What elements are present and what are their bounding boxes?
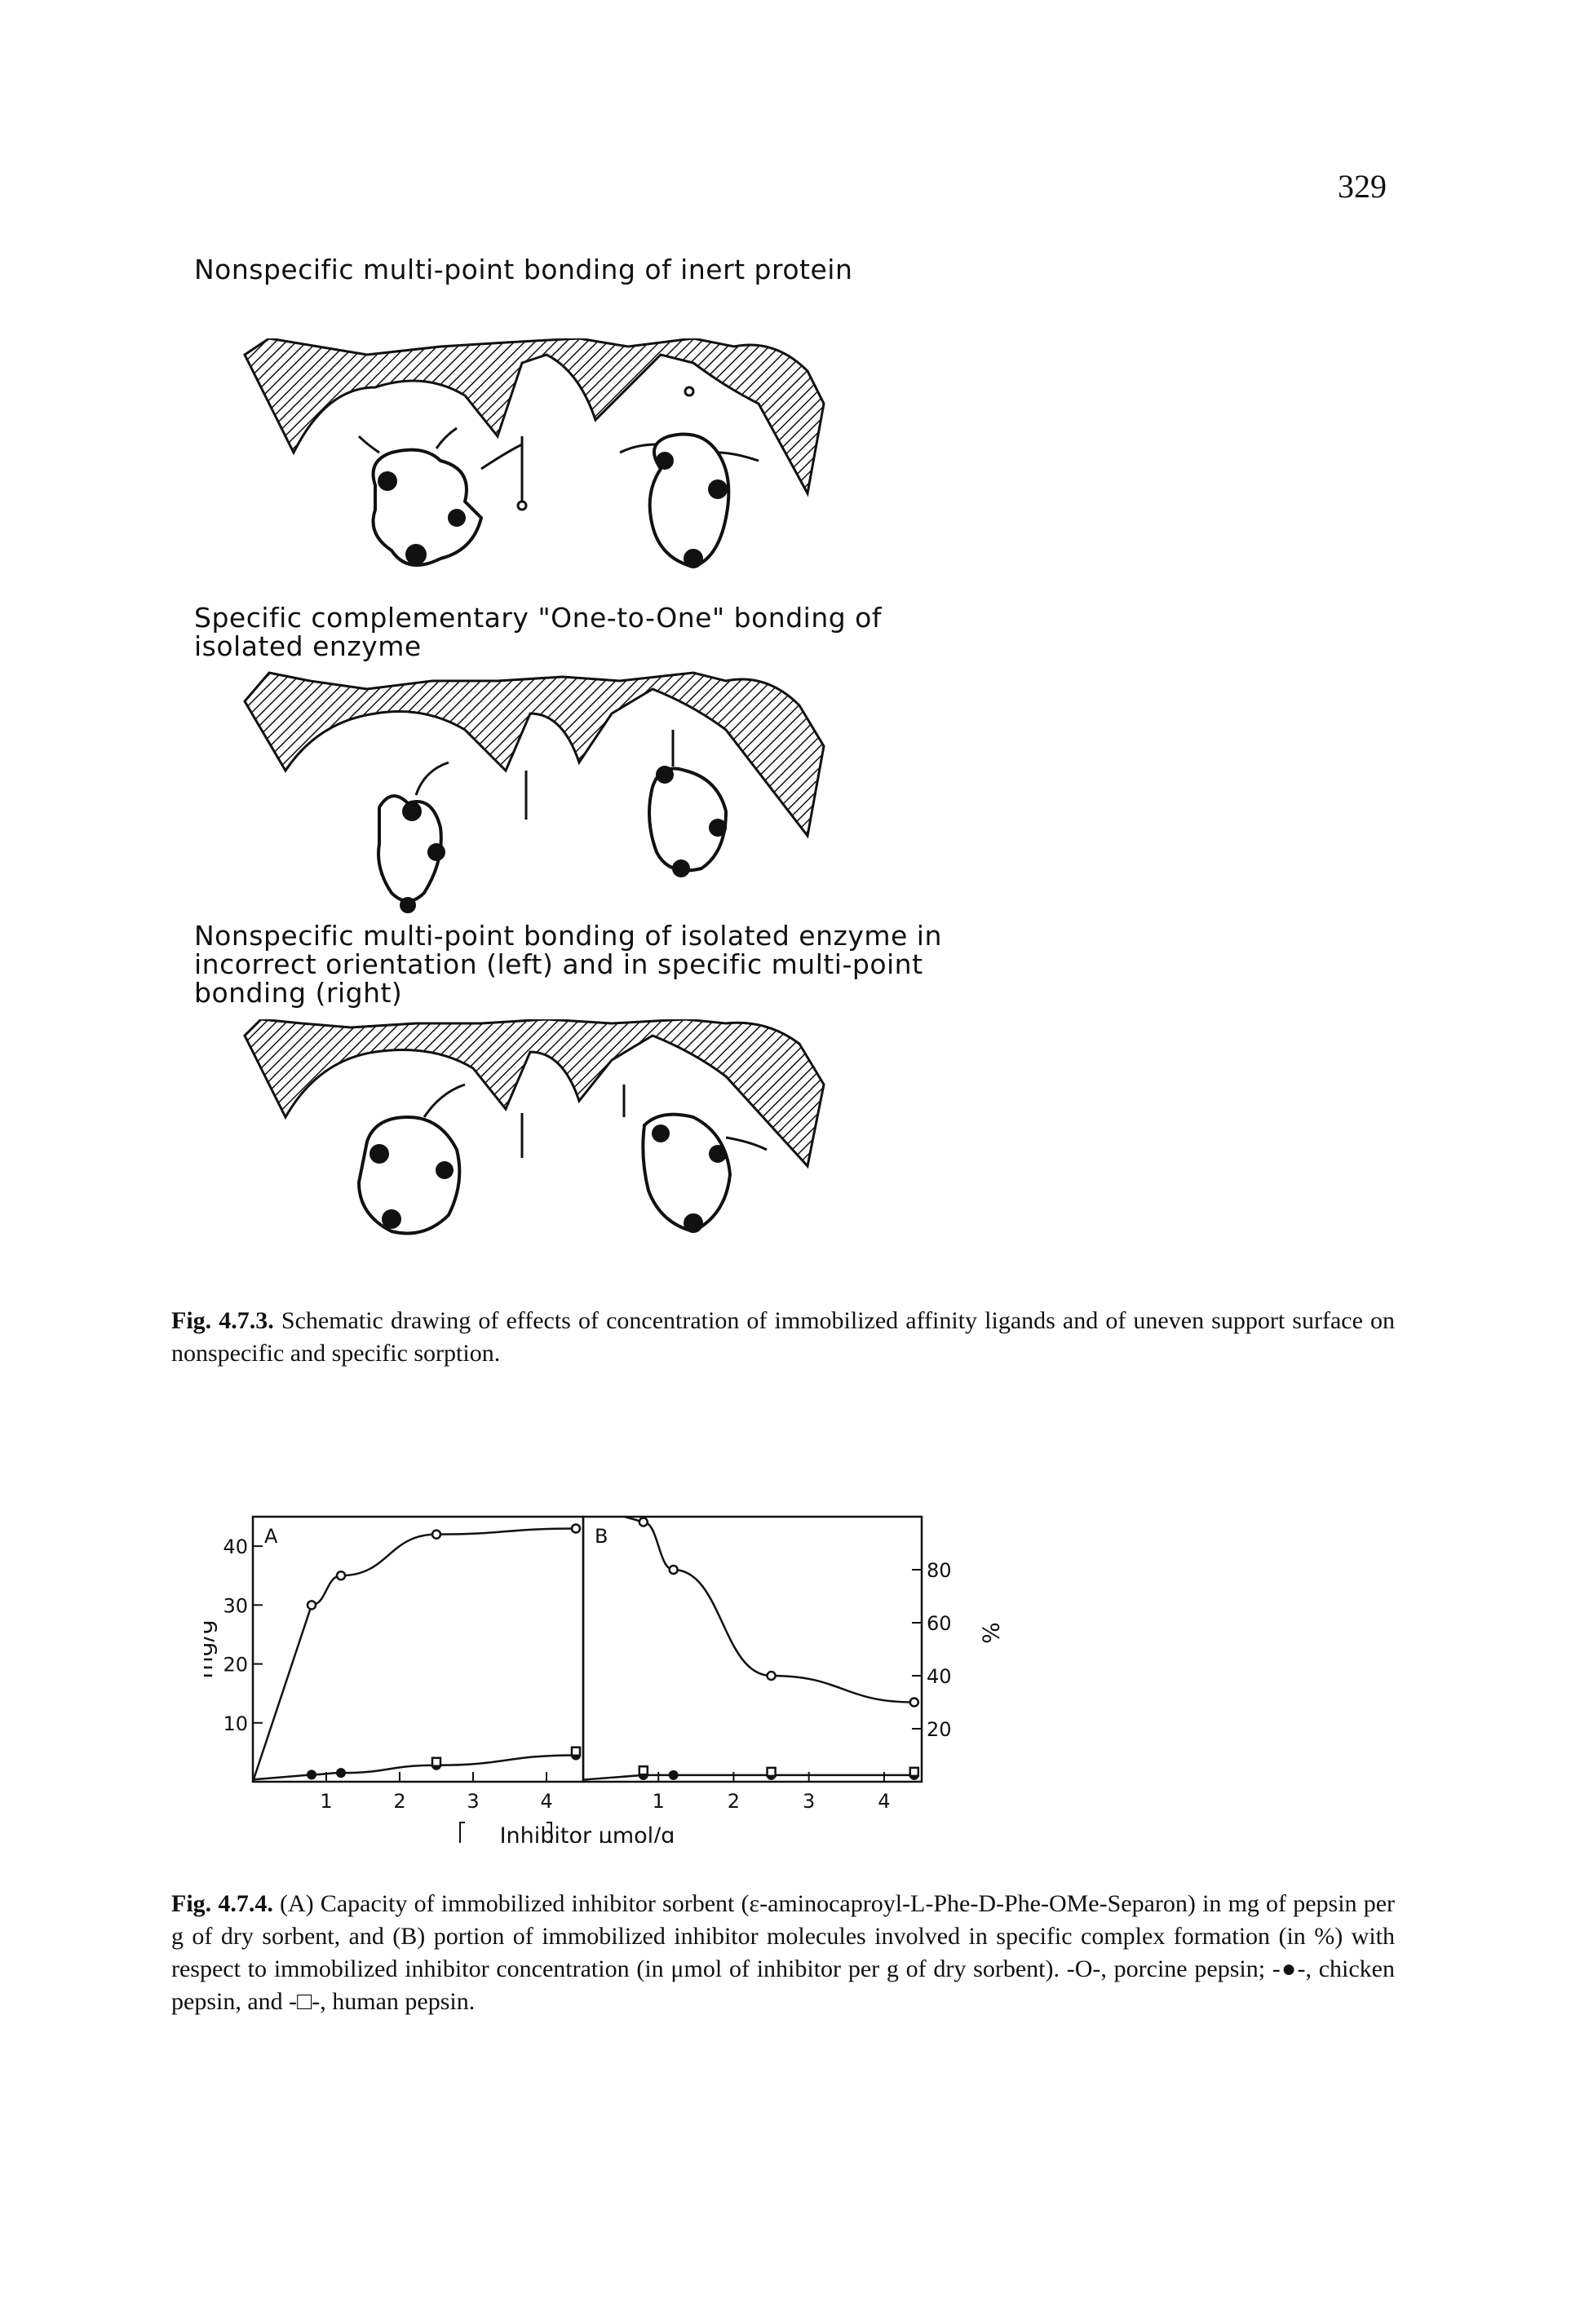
panel-label: A <box>264 1525 278 1548</box>
data-point-porcine-pepsin <box>766 1670 777 1681</box>
data-point-chicken-pepsin <box>668 1770 679 1780</box>
data-point-porcine-pepsin <box>335 1570 347 1581</box>
y-tick-label: 20 <box>927 1718 952 1741</box>
y-tick-label: 20 <box>223 1654 248 1677</box>
figure-heading-specific-bonding: Specific complementary "One-to-One" bond… <box>194 602 882 662</box>
x-tick-label: 4 <box>878 1790 890 1813</box>
binding-site <box>448 509 466 527</box>
data-point-human-pepsin <box>570 1746 582 1757</box>
series-line <box>624 1515 914 1703</box>
binding-site <box>684 1213 703 1233</box>
y-tick-label: 40 <box>223 1535 248 1558</box>
schematic-specific-one-to-one-bonding <box>243 671 825 913</box>
support-surface <box>243 338 825 497</box>
data-point-human-pepsin <box>638 1765 649 1776</box>
binding-site <box>709 1145 727 1163</box>
ligand-spacer-arms <box>414 730 675 820</box>
caption-text: (A) Capacity of immobilized inhibitor so… <box>171 1890 1395 2015</box>
ligand-spacer-arms <box>357 426 759 501</box>
figure-caption-4-7-4: Fig. 4.7.4. (A) Capacity of immobilized … <box>171 1888 1395 2018</box>
binding-site <box>427 843 445 861</box>
y-tick-label: 80 <box>927 1559 952 1582</box>
series-line <box>251 1527 577 1783</box>
data-point-porcine-pepsin <box>909 1697 920 1708</box>
chart-panel-a: A 1 2 3 4 10 20 30 40 mg/g <box>204 1515 585 1813</box>
data-point-porcine-pepsin <box>431 1529 442 1540</box>
plot-frame <box>251 1515 585 1783</box>
series-line <box>252 1754 577 1781</box>
support-surface <box>243 671 825 839</box>
data-point-chicken-pepsin <box>307 1770 316 1780</box>
binding-site <box>405 544 427 565</box>
schematic-incorrect-orientation-bonding <box>243 1019 825 1235</box>
binding-site <box>709 819 727 837</box>
data-point-porcine-pepsin <box>306 1600 317 1610</box>
binding-site <box>652 1124 670 1142</box>
chart-panel-b: B 1 2 3 4 20 40 60 80% <box>582 1515 1004 1813</box>
y-tick-label: 10 <box>223 1712 248 1735</box>
data-point-chicken-pepsin <box>336 1768 346 1778</box>
binding-site <box>378 471 397 491</box>
x-tick-label: 3 <box>803 1790 815 1813</box>
data-point-porcine-pepsin <box>668 1564 679 1575</box>
enzyme-molecule-right <box>641 1112 732 1234</box>
x-axis-label: Inhibitor μmol/g <box>500 1823 675 1843</box>
x-tick-label: 3 <box>467 1790 479 1813</box>
binding-site <box>369 1144 389 1164</box>
data-point-human-pepsin <box>909 1766 920 1778</box>
x-axis-title: Inhibitor μmol/g <box>459 1822 675 1843</box>
binding-site <box>400 897 416 913</box>
x-tick-label: 4 <box>540 1790 552 1813</box>
figure-label: Fig. 4.7.3. <box>171 1307 274 1334</box>
binding-site <box>436 1161 454 1179</box>
x-tick-label: 1 <box>320 1790 332 1813</box>
ligand-end <box>684 386 695 397</box>
plot-frame <box>582 1515 923 1783</box>
protein-molecule-left <box>371 448 484 567</box>
support-surface <box>243 1019 825 1169</box>
figure-heading-incorrect-orientation: Nonspecific multi-point bonding of isola… <box>194 920 942 1009</box>
figure-heading-inert-protein: Nonspecific multi-point bonding of inert… <box>194 254 853 285</box>
caption-text: Schematic drawing of effects of concentr… <box>171 1307 1395 1367</box>
y-tick-label: 60 <box>927 1612 952 1635</box>
x-tick-label: 1 <box>653 1790 665 1813</box>
ligand-spacer-arms <box>423 1083 768 1158</box>
page-number: 329 <box>1338 168 1387 205</box>
panel-label: B <box>595 1525 608 1548</box>
series-line <box>582 1774 914 1781</box>
x-tick-label: 2 <box>393 1790 405 1813</box>
binding-site <box>708 479 728 499</box>
data-point-porcine-pepsin <box>570 1523 582 1534</box>
binding-site <box>656 452 674 470</box>
x-tick-label: 2 <box>728 1790 740 1813</box>
data-point-human-pepsin <box>431 1756 442 1768</box>
data-point-human-pepsin <box>766 1766 777 1778</box>
binding-site <box>382 1209 401 1229</box>
y-axis-label: mg/g <box>204 1619 218 1678</box>
enzyme-molecule-right <box>648 767 728 873</box>
ligand-end <box>516 500 528 511</box>
figure-label: Fig. 4.7.4. <box>171 1890 273 1917</box>
binding-site <box>684 549 703 568</box>
data-point-porcine-pepsin <box>638 1517 649 1527</box>
active-site <box>656 766 674 784</box>
active-site <box>402 802 422 821</box>
binding-site <box>672 859 690 877</box>
y-tick-label: 30 <box>223 1594 248 1617</box>
figure-4-7-4-charts: A 1 2 3 4 10 20 30 40 mg/g B 1 2 3 4 20 40 60 80% Inhibit… <box>204 1515 1004 1843</box>
figure-caption-4-7-3: Fig. 4.7.3. Schematic drawing of effects… <box>171 1305 1395 1370</box>
y-axis-label: % <box>977 1622 1004 1644</box>
schematic-inert-protein-bonding <box>243 338 825 569</box>
y-tick-label: 40 <box>927 1665 952 1688</box>
